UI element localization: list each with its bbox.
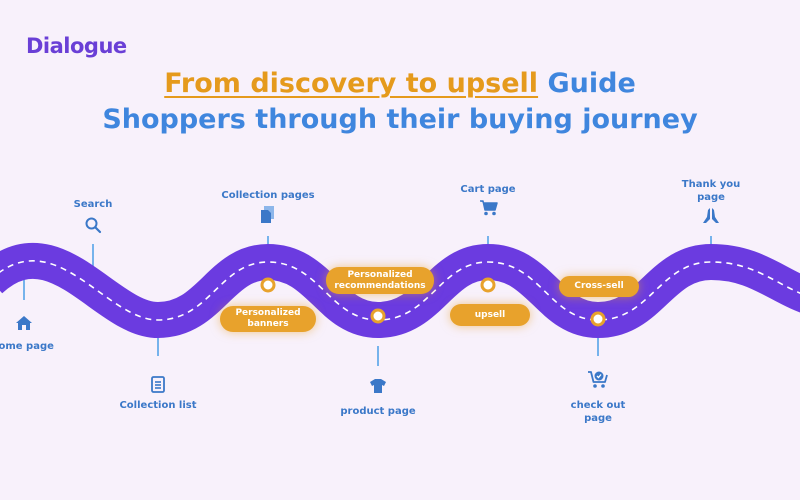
tactic-label-upsell: upsell (474, 309, 506, 320)
pages-icon (261, 206, 274, 223)
tactic-pill-banners: Personalized banners (220, 306, 316, 332)
shirt-icon (370, 379, 386, 393)
list-icon (151, 376, 165, 393)
tactic-label-banners: Personalized banners (235, 308, 301, 329)
tactic-label-recommendations: Personalized recommendations (334, 269, 426, 291)
stop-label-home: Home page (0, 341, 54, 352)
headline-line-1-rest: Guide (538, 68, 636, 99)
milestone-dot-recommendations (370, 308, 386, 324)
hands-icon (703, 208, 719, 223)
milestone-dot-upsell (480, 277, 496, 293)
stop-label-checkout: check out page (570, 400, 626, 424)
milestone-dot-cross-sell (590, 311, 606, 327)
tactic-pill-recommendations: Personalized recommendations (326, 267, 434, 294)
stop-label-product: product page (340, 406, 416, 417)
headline-line-1: From discovery to upsell Guide (0, 66, 800, 102)
milestone-dots (260, 277, 606, 327)
tactic-label-cross-sell: Cross-sell (574, 281, 624, 291)
search-icon (85, 217, 102, 234)
headline-line-2: Shoppers through their buying journey (102, 104, 698, 135)
brand-logo: Dialogue (26, 34, 127, 58)
stop-label-collection-list: Collection list (119, 400, 197, 411)
stop-label-collection-pages: Collection pages (221, 190, 315, 201)
stop-label-cart: Cart page (460, 184, 516, 195)
stop-label-thanks: Thank you page (681, 179, 741, 203)
stop-label-search: Search (73, 199, 113, 210)
cart-icon (480, 200, 498, 216)
headline-highlight: From discovery to upsell (164, 68, 539, 99)
page-headline: From discovery to upsell Guide Shoppers … (0, 66, 800, 138)
road-center-line (0, 260, 800, 321)
tactic-pill-upsell: upsell (450, 304, 530, 326)
home-icon (16, 316, 32, 330)
checkout-cart-icon (588, 371, 608, 388)
tactic-pill-cross-sell: Cross-sell (559, 276, 639, 297)
milestone-dot-banners (260, 277, 276, 293)
